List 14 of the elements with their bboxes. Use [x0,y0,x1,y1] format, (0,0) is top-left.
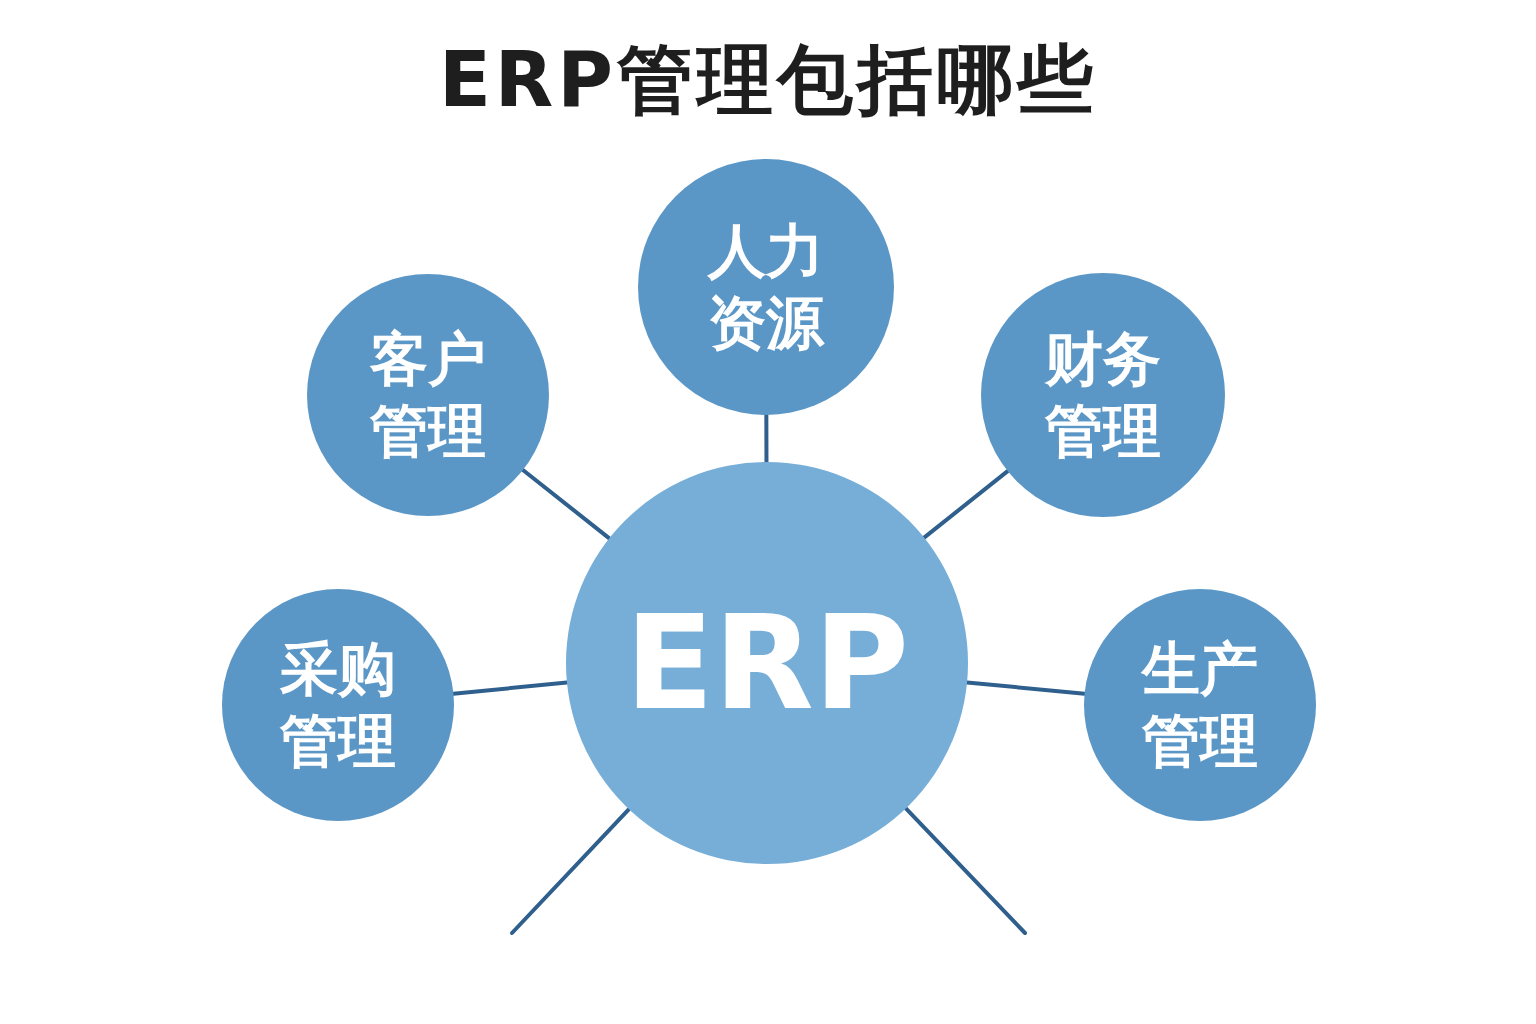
circle-label: 生产管理 [1140,633,1259,777]
circle-label: 人力资源 [706,215,826,359]
circle-label: 采购管理 [279,633,397,777]
title: ERP管理包括哪些 [437,34,1099,126]
circle-label: 客户管理 [369,323,487,467]
connector-line [965,680,1087,696]
connector-line [451,680,569,696]
connector-line [520,468,612,541]
connector-line [903,806,1027,935]
circle-label: ERP [624,598,910,728]
connector-line [510,807,631,935]
connector-line [764,413,769,464]
connector-line [922,469,1010,540]
circle-label: 财务管理 [1044,323,1162,467]
